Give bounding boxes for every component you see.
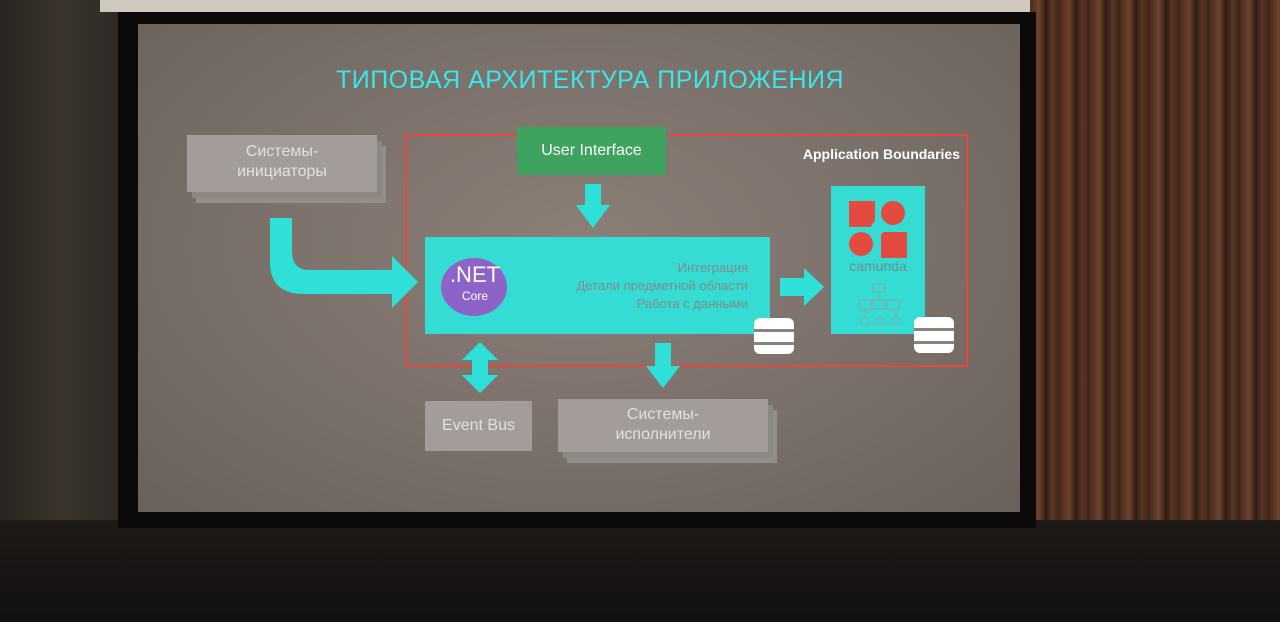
arrow-right-icon [270,218,418,308]
user-interface-box: User Interface [517,127,666,175]
room-wall-left [0,0,135,622]
event-bus-box: Event Bus [425,401,532,451]
camunda-gears-icon [849,201,907,258]
initiators-line-2: инициаторы [237,163,327,180]
app-line-integration: Интеграция [677,260,748,275]
executors-line-1: Системы- [626,406,700,423]
initiators-box: Системы- инициаторы [187,135,377,192]
database-icon [914,317,954,353]
room-ceiling [100,0,1040,12]
room-floor [0,520,1280,622]
arrow-down-icon [576,184,610,228]
dotnet-core-logo [441,258,507,316]
slide-title: ТИПОВАЯ АРХИТЕКТУРА ПРИЛОЖЕНИЯ [335,66,845,94]
arrow-down-icon [646,343,680,388]
dotnet-core-text: Core [461,289,488,303]
flow-diagram-icon [858,283,901,326]
bidirectional-arrow-icon [462,342,498,393]
executors-line-2: исполнители [615,426,711,443]
boundary-label: Application Boundaries [802,146,960,162]
app-line-domain: Детали предметной области [576,278,749,293]
camunda-label: camunda [849,258,907,274]
initiators-line-1: Системы- [245,143,319,160]
app-line-data: Работа с данными [636,296,748,311]
arrow-right-icon [780,268,824,306]
application-boundary [405,134,968,367]
database-icon [754,318,794,354]
stage-curtain [1030,0,1280,622]
dotnet-logo-text: .NET [449,262,501,287]
executors-box: Системы- исполнители [558,399,768,452]
